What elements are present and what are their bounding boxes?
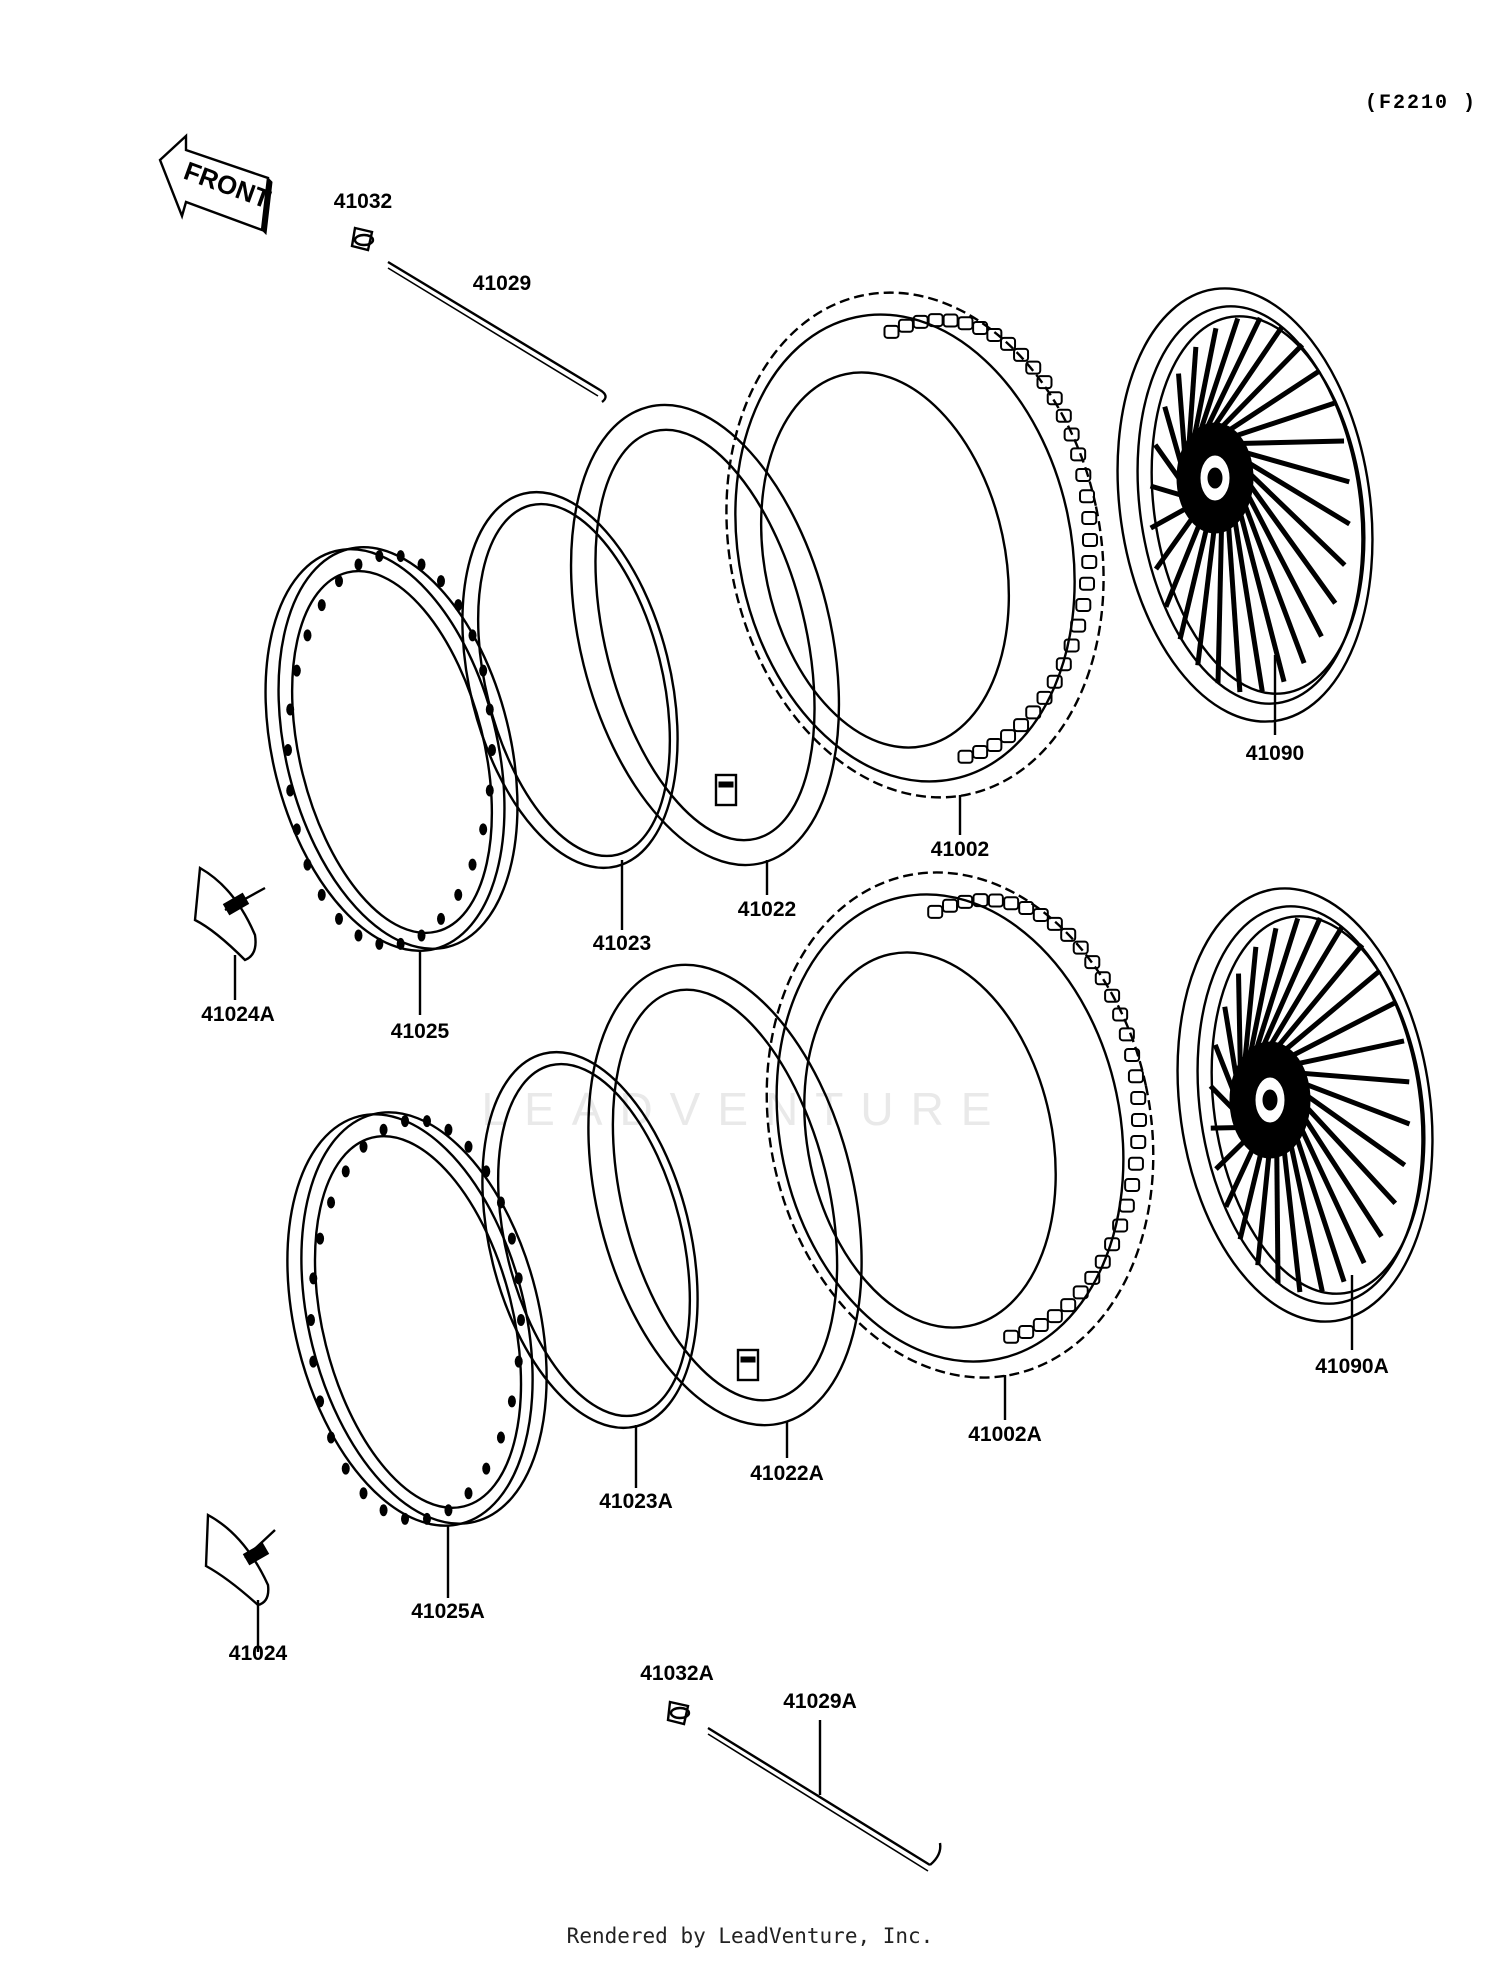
part-number-41022A[interactable]: 41022A [750, 1462, 824, 1485]
spoke-41029A [707, 1720, 942, 1872]
wheel-assembly-41090 [1116, 287, 1374, 735]
tire-41002A [765, 871, 1155, 1420]
part-number-41023[interactable]: 41023 [592, 932, 652, 955]
part-number-41024A[interactable]: 41024A [201, 1003, 275, 1026]
part-number-41022[interactable]: 41022 [737, 898, 797, 921]
part-number-41090[interactable]: 41090 [1245, 742, 1305, 765]
part-number-41024[interactable]: 41024 [228, 1642, 288, 1665]
part-number-41025A[interactable]: 41025A [411, 1600, 485, 1623]
part-number-41032[interactable]: 41032 [333, 190, 393, 213]
spoke-nipple-41032 [350, 226, 375, 252]
rim-41025A [286, 1111, 548, 1598]
tire-41002 [725, 291, 1105, 835]
spoke-41029 [387, 260, 607, 403]
spoke-nipple-41032A [666, 1700, 691, 1726]
footer-credit: Rendered by LeadVenture, Inc. [566, 1924, 934, 1948]
rim-lock-41024 [204, 1513, 276, 1652]
part-number-41032A[interactable]: 41032A [640, 1662, 714, 1685]
rim-lock-41024A [193, 866, 266, 1000]
rim-band-41023A [481, 1050, 699, 1488]
front-arrow-icon: FRONT [158, 133, 275, 236]
part-number-41090A[interactable]: 41090A [1315, 1355, 1389, 1378]
part-number-41002A[interactable]: 41002A [968, 1423, 1042, 1446]
tube-41022A [587, 963, 863, 1458]
rim-41025 [264, 546, 519, 1015]
part-number-41002[interactable]: 41002 [930, 838, 990, 861]
tube-41022 [569, 403, 841, 895]
part-number-41029A[interactable]: 41029A [783, 1690, 857, 1713]
diagram-code: (F2210 ) [1365, 92, 1478, 115]
part-number-41025[interactable]: 41025 [390, 1020, 450, 1043]
part-number-41023A[interactable]: 41023A [599, 1490, 673, 1513]
wheel-assembly-41090A [1176, 887, 1434, 1350]
part-number-41029[interactable]: 41029 [472, 272, 532, 295]
